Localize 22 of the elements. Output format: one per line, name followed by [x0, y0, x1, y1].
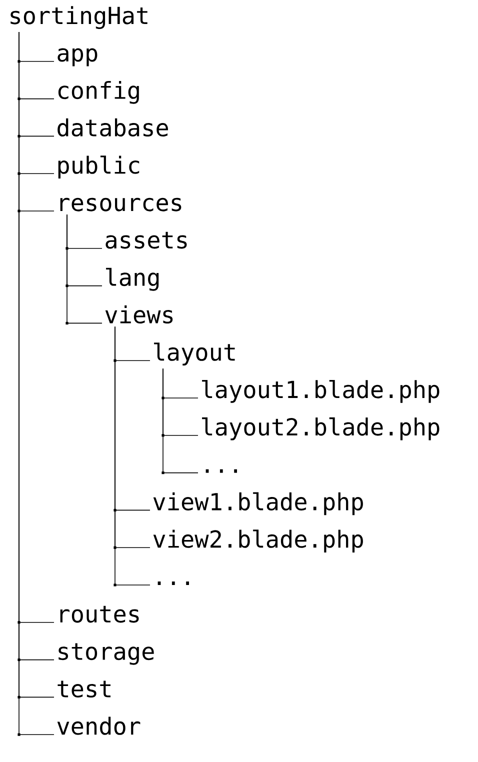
- folder-name: layout1.blade.php: [202, 380, 440, 403]
- folder-name: ...: [206, 469, 237, 473]
- folder-name: layout: [154, 342, 235, 366]
- tree-branch: [162, 368, 198, 474]
- folder-name: views: [105, 305, 173, 324]
- folder-name: ...: [158, 582, 189, 585]
- folder-name: resources: [60, 198, 182, 212]
- folder-name: sortingHat: [10, 6, 148, 30]
- folder-name: routes: [60, 606, 139, 623]
- folder-name: layout2.blade.php: [202, 417, 440, 440]
- tree-branch: [66, 214, 102, 324]
- folder-name: lang: [106, 268, 159, 291]
- folder-name: assets: [106, 232, 187, 249]
- folder-name: view2.blade.php: [153, 530, 363, 552]
- folder-name: test: [58, 680, 110, 698]
- folder-name: vendor: [57, 716, 140, 735]
- folder-name: app: [58, 48, 98, 66]
- folder-name: view1.blade.php: [153, 492, 363, 516]
- folder-name: config: [58, 80, 139, 104]
- folder-name: public: [58, 156, 140, 178]
- folder-name: storage: [58, 643, 154, 665]
- folder-name: database: [58, 118, 168, 137]
